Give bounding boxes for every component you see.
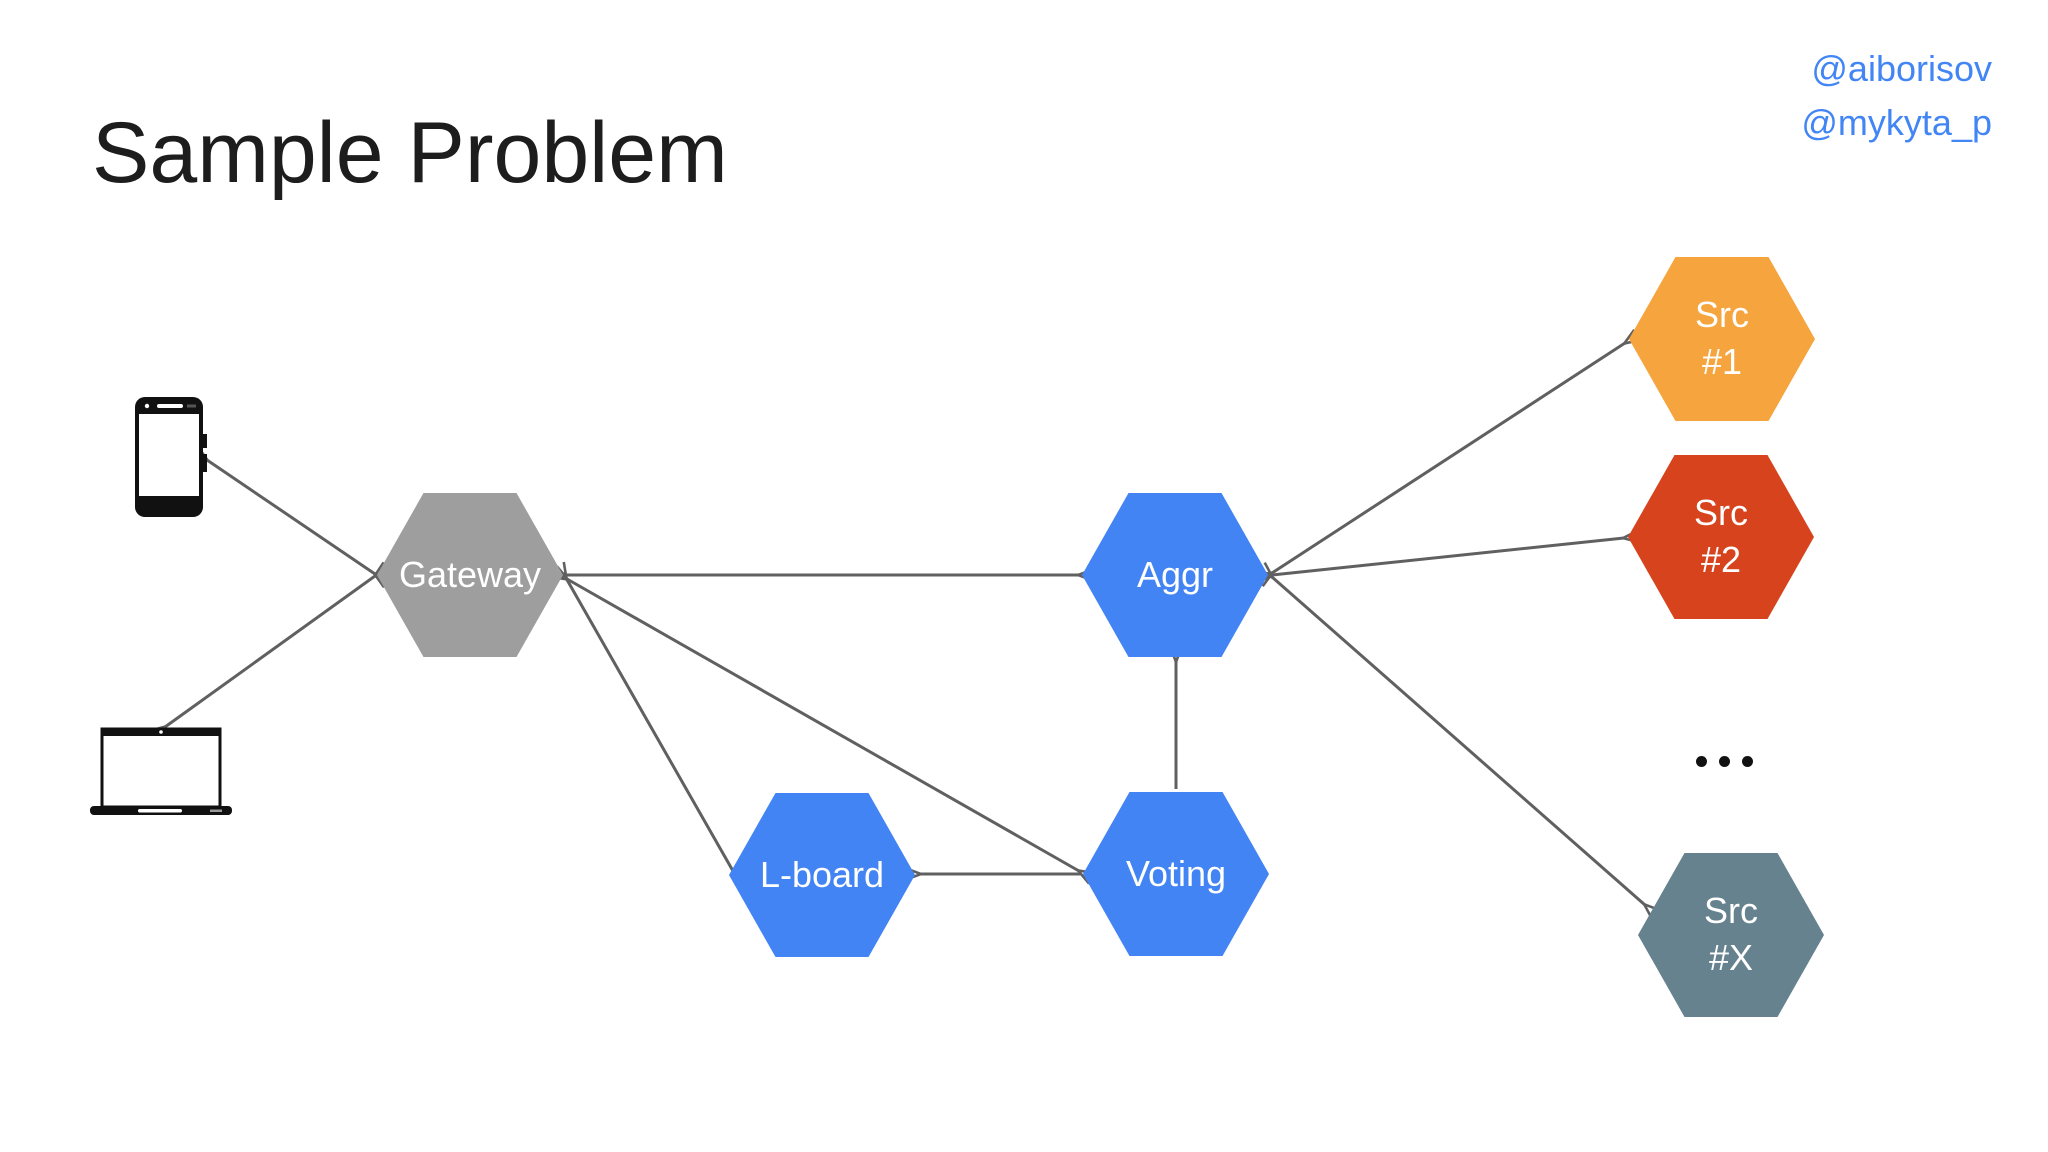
author-handle-2: @mykyta_p	[1801, 102, 1992, 143]
node-label: L-board	[759, 853, 885, 895]
edge-laptop-to-gateway	[165, 576, 375, 727]
edge-aggr-to-src-x	[1272, 577, 1645, 905]
node-label: Aggr	[1136, 553, 1214, 595]
node-label: Src	[1694, 492, 1748, 534]
edge-lboard-to-gateway	[566, 578, 735, 872]
laptop-icon	[88, 726, 234, 818]
ellipsis-dot	[1696, 756, 1707, 767]
node-label: #1	[1701, 341, 1743, 382]
edge-phone-to-gateway	[207, 460, 375, 574]
node-label: Src	[1704, 890, 1758, 932]
ellipsis-dot	[1742, 756, 1753, 767]
ellipsis-dot	[1719, 756, 1730, 767]
page-title: Sample Problem	[92, 105, 728, 201]
node-src-1: Src #1	[1629, 257, 1815, 421]
edge-aggr-to-src-2	[1272, 538, 1624, 575]
node-label: #2	[1700, 539, 1742, 580]
node-label: #X	[1708, 937, 1754, 978]
more-sources-ellipsis	[1696, 756, 1753, 767]
author-handle-1: @aiborisov	[1811, 48, 1992, 89]
node-label: Gateway	[398, 553, 542, 595]
node-label: Voting	[1125, 852, 1227, 894]
node-label: Src	[1695, 294, 1749, 336]
author-handles: @aiborisov @mykyta_p	[1801, 42, 1992, 150]
smartphone-icon	[133, 396, 207, 518]
edge-aggr-to-src-1	[1272, 343, 1625, 573]
edge-gateway-to-voting	[567, 579, 1079, 871]
